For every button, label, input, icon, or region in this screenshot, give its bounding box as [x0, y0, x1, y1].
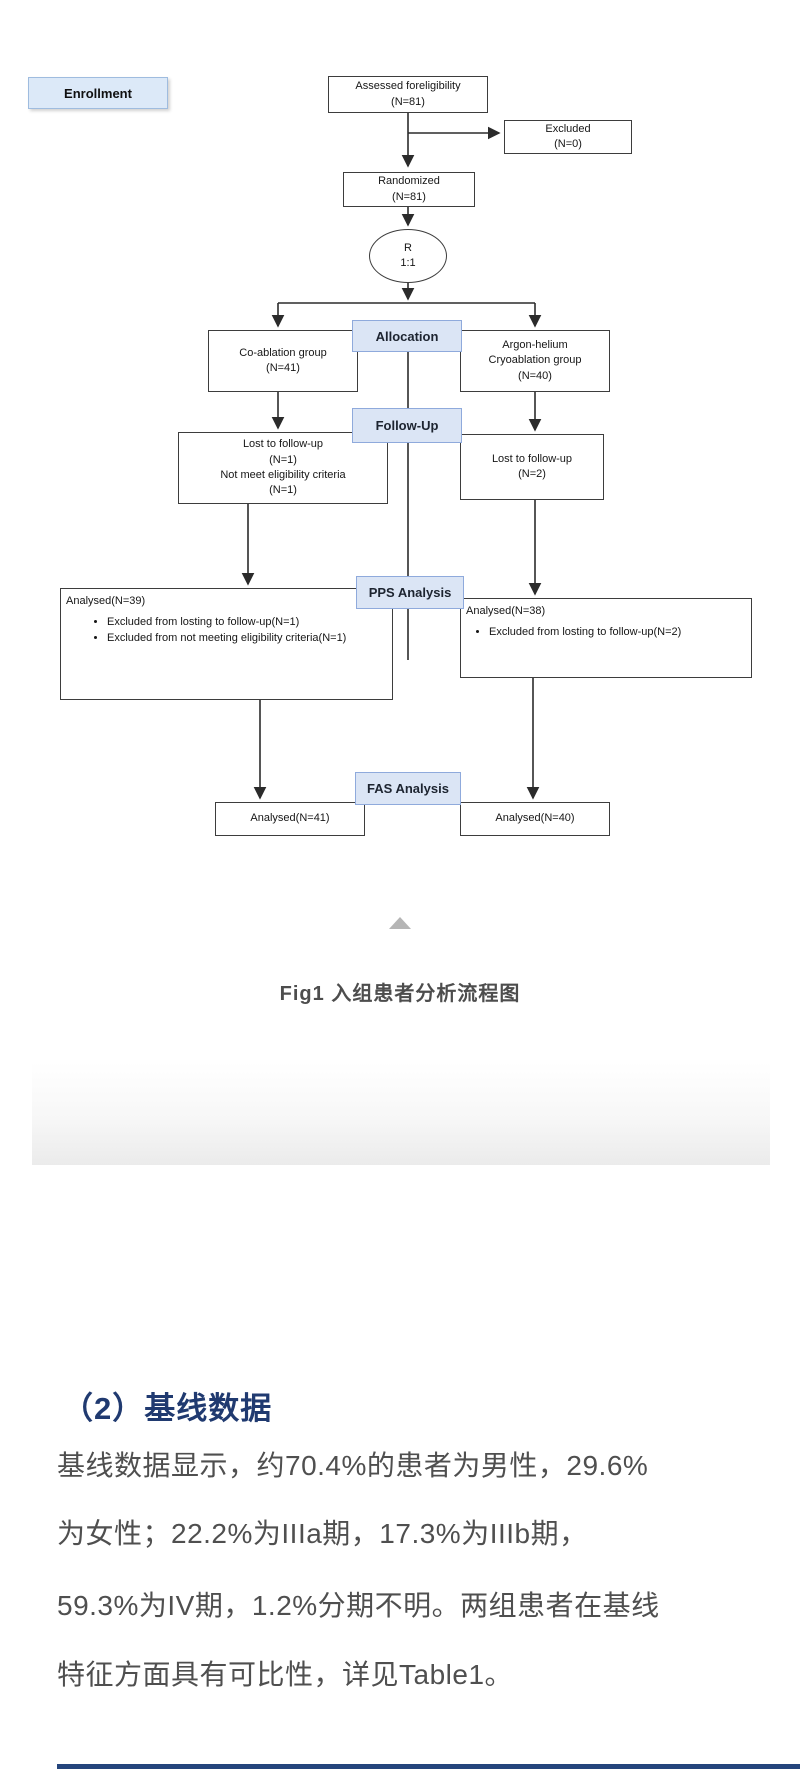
- collapse-triangle-icon[interactable]: [389, 917, 411, 929]
- allocation-stage-label: Allocation: [352, 320, 462, 352]
- group-right-line1: Argon-helium: [502, 338, 568, 351]
- pps-analysed-left-box: Analysed(N=39) Excluded from losting to …: [60, 588, 393, 700]
- fas-left-text: Analysed(N=41): [250, 812, 330, 825]
- lost-right-line1: Lost to follow-up: [491, 452, 573, 465]
- card-bottom-gradient: [32, 1062, 770, 1165]
- excluded-line2: (N=0): [554, 138, 582, 150]
- paragraph-line-1: 基线数据显示，约70.4%的患者为男性，29.6%: [57, 1450, 649, 1481]
- pps-right-title: Analysed(N=38): [466, 605, 546, 617]
- assessed-line2: (N=81): [391, 95, 425, 108]
- randomized-box: Randomized (N=81): [343, 172, 475, 207]
- paragraph-line-2: 为女性；22.2%为IIIa期，17.3%为IIIb期，: [57, 1518, 588, 1549]
- lost-followup-left-box: Lost to follow-up (N=1) Not meet eligibi…: [178, 432, 388, 504]
- paragraph-line-4: 特征方面具有可比性，详见Table1。: [57, 1659, 514, 1690]
- fas-analysis-stage-label: FAS Analysis: [355, 772, 461, 805]
- pps-left-bullet-2: Excluded from not meeting eligibility cr…: [107, 631, 346, 647]
- randomized-line2: (N=81): [392, 190, 426, 203]
- next-section-top-bar: [57, 1764, 800, 1769]
- enrollment-label: Enrollment: [28, 77, 168, 109]
- group-left-line2: (N=41): [266, 362, 300, 374]
- pps-right-bullet-1: Excluded from losting to follow-up(N=2): [489, 625, 681, 641]
- pps-analysed-right-box: Analysed(N=38) Excluded from losting to …: [460, 598, 752, 678]
- followup-stage-label: Follow-Up: [352, 408, 462, 443]
- excluded-line1: Excluded: [545, 122, 591, 135]
- lost-left-line2: (N=1): [269, 453, 297, 466]
- assessed-box: Assessed foreligibility (N=81): [328, 76, 488, 113]
- assessed-line1: Assessed foreligibility: [355, 80, 461, 93]
- lost-left-line3: Not meet eligibility criteria: [220, 469, 346, 481]
- lost-left-line1: Lost to follow-up: [242, 438, 324, 451]
- pps-left-title: Analysed(N=39): [66, 595, 146, 607]
- randomization-ratio-ellipse: R 1:1: [369, 229, 447, 283]
- figure-caption: Fig1 入组患者分析流程图: [279, 983, 521, 1005]
- section-heading: （2）基线数据: [62, 1391, 273, 1426]
- fas-right-text: Analysed(N=40): [495, 812, 575, 825]
- pps-right-bullet-list: Excluded from losting to follow-up(N=2): [489, 625, 681, 641]
- co-ablation-group-box: Co-ablation group (N=41): [208, 330, 358, 392]
- group-right-line3: (N=40): [518, 369, 552, 382]
- ratio-line2: 1:1: [400, 257, 416, 269]
- lost-right-line2: (N=2): [518, 468, 546, 480]
- ratio-line1: R: [404, 241, 412, 254]
- flowchart-connectors: [241, 113, 542, 800]
- fas-analysed-right-box: Analysed(N=40): [460, 802, 610, 836]
- group-left-line1: Co-ablation group: [239, 346, 327, 359]
- group-right-line2: Cryoablation group: [488, 354, 582, 367]
- argon-helium-group-box: Argon-helium Cryoablation group (N=40): [460, 330, 610, 392]
- fas-analysed-left-box: Analysed(N=41): [215, 802, 365, 836]
- excluded-box: Excluded (N=0): [504, 120, 632, 154]
- pps-left-bullet-1: Excluded from losting to follow-up(N=1): [107, 615, 346, 631]
- randomized-line1: Randomized: [378, 175, 440, 188]
- pps-left-bullet-list: Excluded from losting to follow-up(N=1) …: [107, 615, 346, 647]
- pps-analysis-stage-label: PPS Analysis: [356, 576, 464, 609]
- lost-left-line4: (N=1): [269, 484, 297, 497]
- lost-followup-right-box: Lost to follow-up (N=2): [460, 434, 604, 500]
- paragraph-line-3: 59.3%为IV期，1.2%分期不明。两组患者在基线: [57, 1590, 660, 1621]
